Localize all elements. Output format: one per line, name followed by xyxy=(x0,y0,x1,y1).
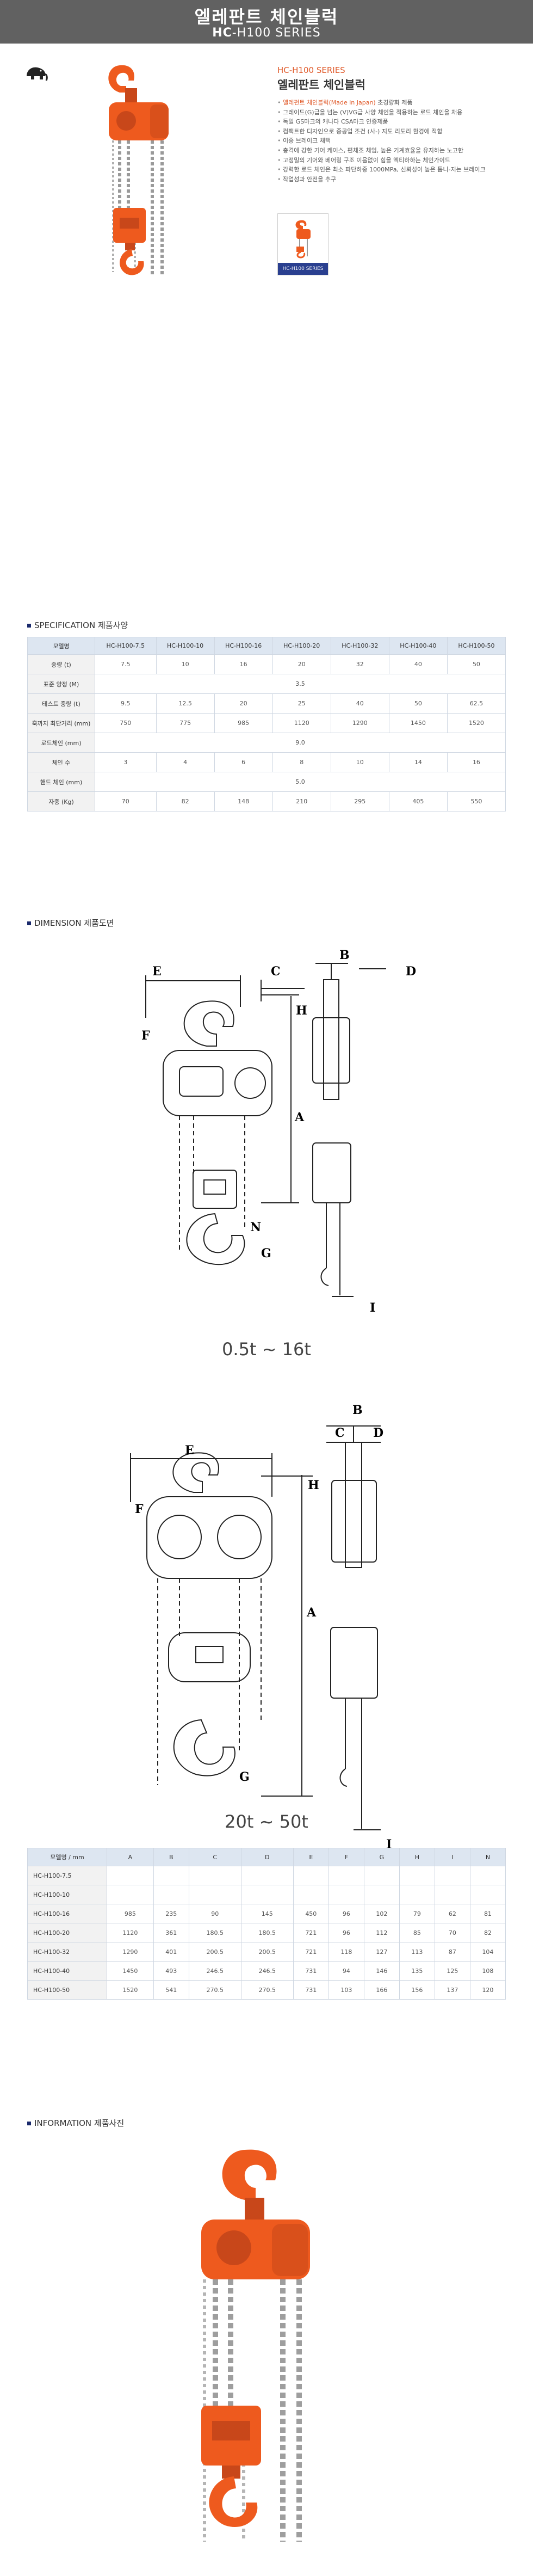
table-row: 로드체인 (mm) 9.0 xyxy=(27,733,506,753)
table-row: 모델명 HC-H100-7.5 HC-H100-10 HC-H100-16 HC… xyxy=(27,637,506,655)
dim-letter-g: G xyxy=(239,1770,250,1784)
spec-section-title: SPECIFICATION 제품사양 xyxy=(27,619,128,631)
table-row: 표준 양정 (M) 3.5 xyxy=(27,674,506,694)
dim-letter-e: E xyxy=(185,1443,194,1458)
dim-letter-a: A xyxy=(306,1606,317,1620)
dim-letter-g: G xyxy=(261,1246,271,1261)
elephant-logo-icon xyxy=(27,67,48,81)
dim-letter-c: C xyxy=(335,1426,345,1440)
page-subtitle: HC-H100 SERIES xyxy=(0,26,533,40)
feature-item: 그레이드(G)급을 넘는 (V)VG급 사양 체인을 적용하는 로드 체인을 채… xyxy=(277,108,486,118)
information-section-title: INFORMATION 제품사진 xyxy=(27,2117,124,2129)
dim-letter-e: E xyxy=(152,964,162,979)
dimension-diagram-small: E C B D H A F N G I xyxy=(141,948,416,1315)
dim-letter-b: B xyxy=(352,1403,363,1417)
product-name: 엘레판트 체인블럭 xyxy=(277,78,365,91)
feature-item: 컴팩트한 디자인으로 중공업 조건 (사-) 지도 리도리 환경에 적합 xyxy=(277,127,486,137)
dimension-diagram-large: E C B D H A F G I xyxy=(130,1403,392,1852)
chain-block-image xyxy=(108,65,169,275)
badge-label: HC-H100 SERIES xyxy=(278,263,328,275)
table-row: HC-H100-10 xyxy=(27,1885,506,1904)
feature-item: 이중 브레이크 채택 xyxy=(277,136,486,146)
feature-item: 충격에 강한 기어 케이스, 편체조 체임, 높은 기계효율을 유지하는 노고한 xyxy=(277,146,486,156)
table-row: 핸드 체인 (mm) 5.0 xyxy=(27,772,506,792)
dim-letter-d: D xyxy=(373,1426,383,1440)
subtitle-bold: HC xyxy=(212,26,232,40)
feature-item: 작업성과 안전을 추구 xyxy=(277,175,486,185)
feature-item: 엘레펀트 체인블럭(Made in Japan) 초경량화 제품 xyxy=(277,98,486,108)
spec-table: 모델명 HC-H100-7.5 HC-H100-10 HC-H100-16 HC… xyxy=(27,637,506,811)
series-label: HC-H100 SERIES xyxy=(277,65,345,75)
feature-list: 엘레펀트 체인블럭(Made in Japan) 초경량화 제품 그레이드(G)… xyxy=(277,98,486,184)
feature-item: 고정밀의 기어와 베어링 구조 이음없이 힘을 엑티하하는 체인가이드 xyxy=(277,156,486,165)
dim-letter-h: H xyxy=(296,1004,307,1018)
feature-item: 독일 GS마크의 캐나다 CSA마크 인증제품 xyxy=(277,117,486,127)
dim-letter-f: F xyxy=(135,1502,144,1516)
subtitle-rest: -H100 SERIES xyxy=(232,26,321,40)
dim-letter-d: D xyxy=(406,964,416,979)
product-photo xyxy=(201,2149,310,2542)
dim-letter-c: C xyxy=(271,964,281,979)
diagram2-caption: 20t ~ 50t xyxy=(225,1811,308,1832)
diagram1-caption: 0.5t ~ 16t xyxy=(222,1339,311,1360)
table-row: HC-H100-7.5 xyxy=(27,1866,506,1885)
page-title: 엘레판트 체인블럭 xyxy=(194,7,339,27)
dim-letter-h: H xyxy=(308,1478,319,1492)
dim-letter-a: A xyxy=(294,1110,305,1124)
feature-item: 강력한 로드 체인은 최소 파단하중 1000MPa, 신뢰성이 높은 톱니-지… xyxy=(277,165,486,175)
dim-letter-i: I xyxy=(386,1837,392,1852)
dim-letter-b: B xyxy=(339,948,350,962)
dim-letter-f: F xyxy=(141,1029,150,1043)
series-badge: HC-H100 SERIES xyxy=(277,213,329,275)
badge-chain-block-icon xyxy=(295,220,311,259)
dim-letter-n: N xyxy=(250,1220,261,1234)
dim-letter-i: I xyxy=(370,1301,375,1315)
page-header: 엘레판트 체인블럭 HC-H100 SERIES xyxy=(0,0,533,44)
dimension-section-title: DIMENSION 제품도면 xyxy=(27,917,114,929)
